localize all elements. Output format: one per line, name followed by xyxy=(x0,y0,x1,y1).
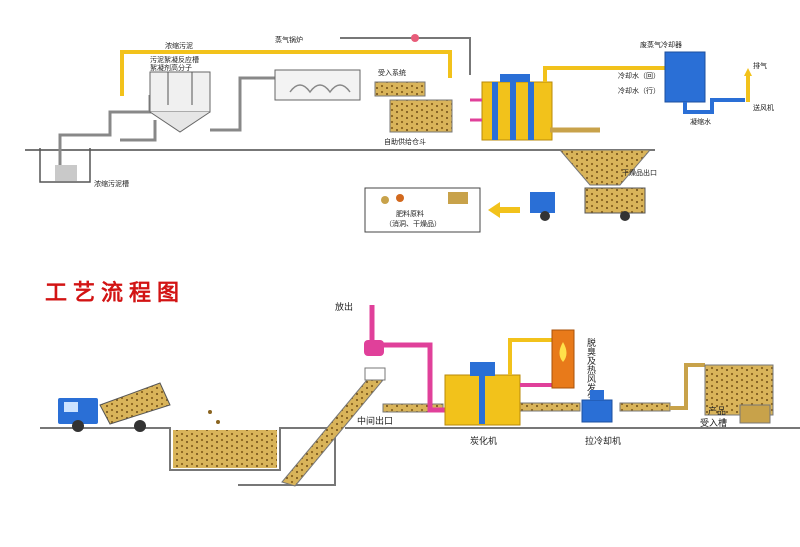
exhaust-steam-pipe xyxy=(543,66,665,82)
label-receiving-system: 受入系统 xyxy=(378,68,406,77)
dump-truck-wheel-1 xyxy=(72,420,84,432)
press-coil xyxy=(289,84,351,94)
falling-material-2 xyxy=(216,420,220,424)
dryer-shaft-2 xyxy=(510,82,516,140)
cooler xyxy=(581,399,613,423)
label-sludge-flocculation-tank: 污泥絮凝反应槽 xyxy=(150,55,199,64)
carbonizer-shaft xyxy=(479,376,485,424)
label-condensate: 凝缩水 xyxy=(690,117,711,126)
steam-valve-icon xyxy=(411,34,419,42)
falling-material xyxy=(208,410,212,414)
vent-fan xyxy=(364,340,384,356)
label-sludge-thickening-tank: 浓缩污泥槽 xyxy=(94,179,129,188)
truck-wheel-1 xyxy=(540,211,550,221)
label-flocculant: 絮凝剂高分子 xyxy=(150,63,192,72)
label-concentrated-sludge: 浓缩污泥 xyxy=(165,41,193,50)
dump-truck-window xyxy=(64,402,78,412)
flocculation-reactor-cone xyxy=(149,111,211,133)
self-feed-bin xyxy=(389,99,453,133)
steam-pipe xyxy=(340,37,471,75)
label-fertilizer-line2: （消洞、干燥品） xyxy=(385,219,441,228)
inclined-conveyor xyxy=(281,374,384,487)
top-diagram: 浓缩污泥槽 浓缩污泥 蒸气锅炉 污泥絮凝反应槽 絮凝剂高分子 受入系统 自助供给… xyxy=(25,34,774,233)
dryer-shaft-3 xyxy=(528,82,534,140)
truck-bed-top xyxy=(584,187,646,214)
dump-truck-bed xyxy=(99,382,171,425)
receiving-system xyxy=(374,81,426,97)
concentrated-sludge-pipe xyxy=(120,50,452,96)
vent-pipe xyxy=(369,305,445,413)
transfer-conveyor xyxy=(519,402,581,412)
label-fertilizer-line1: 肥料原料 xyxy=(396,209,424,218)
label-intermediate-outlet: 中间出口 xyxy=(357,415,393,427)
label-hot-air-generator: 脱臭及热风发生炉 xyxy=(585,337,596,411)
label-product-tank-line1: 产品 xyxy=(708,405,726,417)
sludge-thickening-tank-contents xyxy=(55,165,77,181)
label-cooling-water-return: 冷却水（回） xyxy=(618,71,660,80)
product-conveyor xyxy=(619,402,671,412)
sludge-pipe-2 xyxy=(120,120,157,142)
flocculation-reactor xyxy=(149,71,211,113)
label-carbonizer: 炭化机 xyxy=(470,435,497,447)
flame-icon xyxy=(559,342,567,362)
condensate-pipe xyxy=(683,98,745,114)
cooler-motor xyxy=(590,390,604,400)
to-fertilizer-arrow-icon xyxy=(488,202,520,218)
hot-air-pipe xyxy=(508,338,552,375)
label-steam-boiler: 蒸气锅炉 xyxy=(275,35,303,44)
label-cooler: 拉冷却机 xyxy=(585,435,621,447)
product-elevator xyxy=(670,363,705,410)
dewatering-press xyxy=(274,69,361,101)
transfer-pipe xyxy=(210,76,275,132)
dryer-inlet-pipes xyxy=(470,98,482,122)
carbonizer-motor xyxy=(470,362,495,376)
intermediate-hopper xyxy=(364,367,386,381)
label-blower: 送风机 xyxy=(753,103,774,112)
dry-product-hopper xyxy=(558,149,652,186)
label-self-feed-bin: 自助供给仓斗 xyxy=(384,137,426,146)
label-exhaust-condenser: 废蒸气冷却器 xyxy=(640,40,682,49)
label-cooling-water-supply: 冷却水（行） xyxy=(618,86,660,95)
fertilizer-icon-2 xyxy=(396,194,404,202)
pit-wall xyxy=(238,428,336,486)
label-dry-product-outlet: 干燥品出口 xyxy=(622,168,657,177)
dryer-shaft-1 xyxy=(492,82,498,140)
dump-truck-wheel-2 xyxy=(134,420,146,432)
sludge-thickening-tank xyxy=(39,148,91,183)
dryer-top xyxy=(500,74,530,82)
fertilizer-icon xyxy=(381,196,389,204)
truck-cab-top xyxy=(530,192,555,213)
label-product-tank-line2: 受入槽 xyxy=(700,417,727,429)
label-hot-air-generator-text: 脱臭及热风发生炉 xyxy=(585,337,596,411)
label-exhaust: 排气 xyxy=(753,61,767,70)
product-bin xyxy=(739,404,771,424)
fertilizer-bag-icon xyxy=(448,192,468,204)
label-vent: 放出 xyxy=(335,301,353,313)
ground-line-bottom xyxy=(40,427,800,471)
truck-wheel-2 xyxy=(620,211,630,221)
page-title: 工艺流程图 xyxy=(45,280,185,306)
receiving-pit-material xyxy=(173,430,277,468)
bottom-diagram: 中间出口 放出 炭化机 脱臭及热风发生炉 拉冷却机 产品 受入 xyxy=(40,301,800,487)
sludge-pipe xyxy=(58,95,152,165)
exhaust-condenser xyxy=(664,51,706,103)
exhaust-arrow-icon xyxy=(744,68,752,76)
